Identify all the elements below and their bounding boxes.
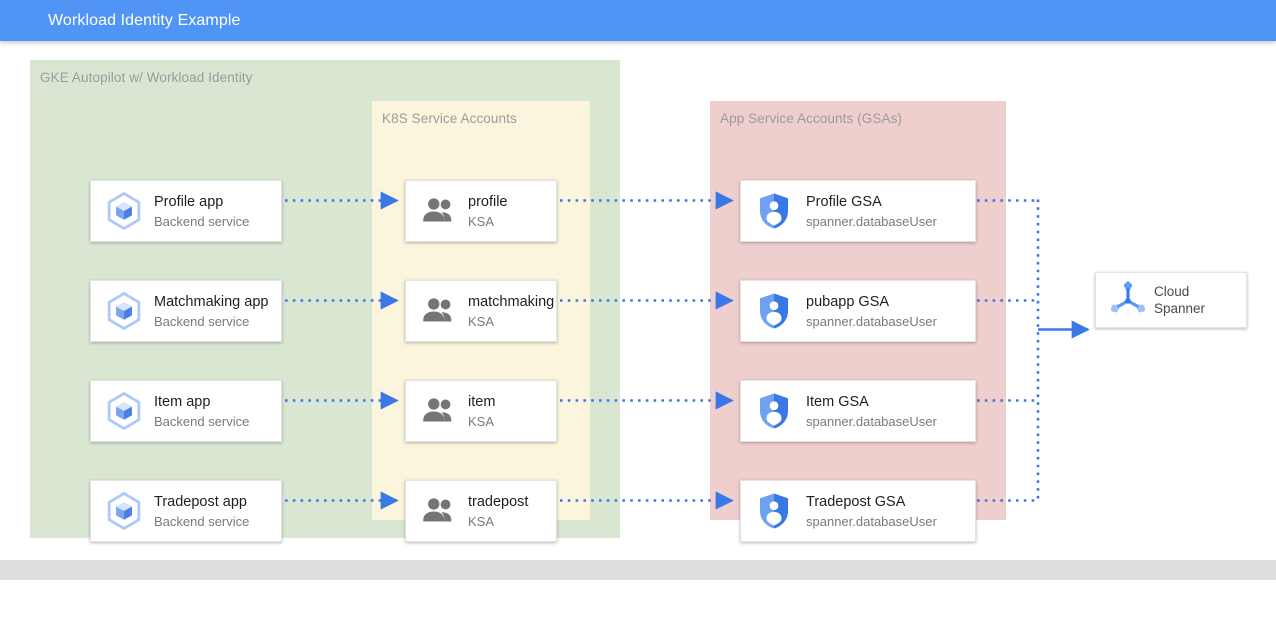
cloud-spanner-card[interactable]: Cloud Spanner [1095,272,1247,328]
app-card-title: Profile app [154,193,224,210]
ksa-card-matchmaking[interactable]: matchmaking KSA [405,280,557,342]
app-card-subtitle: Backend service [154,313,250,329]
app-card-title: Item app [154,393,211,410]
people-icon [423,198,452,222]
ksa-card-title: item [468,393,496,410]
ksa-card-subtitle: KSA [468,313,495,329]
people-icon [423,298,452,322]
app-card-tradepost[interactable]: Tradepost app Backend service [90,480,282,542]
people-icon [423,398,452,422]
shield-account-icon [760,393,788,429]
gsa-card-title: Item GSA [806,393,869,410]
ksa-card-subtitle: KSA [468,213,495,229]
gsa-card-title: Tradepost GSA [806,493,906,510]
gke-cube-icon [107,491,141,531]
gsa-card-subtitle: spanner.databaseUser [806,213,937,229]
gsa-card-subtitle: spanner.databaseUser [806,413,937,429]
gke-cube-icon [107,391,141,431]
shield-account-icon [760,493,788,529]
app-card-title: Tradepost app [154,493,247,510]
ksa-card-title: tradepost [468,493,529,510]
cloud-spanner-title-line2: Spanner [1154,300,1206,316]
ksa-card-subtitle: KSA [468,513,495,529]
cloud-spanner-icon [1110,281,1146,313]
gsa-card-subtitle: spanner.databaseUser [806,313,937,329]
app-card-profile[interactable]: Profile app Backend service [90,180,282,242]
diagram-canvas: GKE Autopilot w/ Workload Identity K8S S… [0,41,1276,560]
app-card-item[interactable]: Item app Backend service [90,380,282,442]
gsa-card-title: pubapp GSA [806,293,890,310]
ksa-card-profile[interactable]: profile KSA [405,180,557,242]
app-card-subtitle: Backend service [154,513,250,529]
app-card-subtitle: Backend service [154,413,250,429]
zone-ksa-label: K8S Service Accounts [382,111,517,126]
zone-gke-label: GKE Autopilot w/ Workload Identity [40,70,253,85]
gsa-card-title: Profile GSA [806,193,882,210]
zone-gsa-label: App Service Accounts (GSAs) [720,111,903,126]
ksa-card-title: profile [468,193,508,210]
gsa-card-profile[interactable]: Profile GSA spanner.databaseUser [740,180,976,242]
shield-account-icon [760,293,788,329]
app-card-title: Matchmaking app [154,293,269,310]
app-card-subtitle: Backend service [154,213,250,229]
page-title: Workload Identity Example [48,12,241,29]
gsa-card-pubapp[interactable]: pubapp GSA spanner.databaseUser [740,280,976,342]
shield-account-icon [760,193,788,229]
app-card-matchmaking[interactable]: Matchmaking app Backend service [90,280,282,342]
people-icon [423,498,452,522]
gke-cube-icon [107,291,141,331]
gsa-card-subtitle: spanner.databaseUser [806,513,937,529]
footer-bar [0,560,1276,580]
cloud-spanner-title-line1: Cloud [1154,284,1190,299]
ksa-card-tradepost[interactable]: tradepost KSA [405,480,557,542]
ksa-card-subtitle: KSA [468,413,495,429]
gsa-card-item[interactable]: Item GSA spanner.databaseUser [740,380,976,442]
ksa-card-item[interactable]: item KSA [405,380,557,442]
gke-cube-icon [107,191,141,231]
gsa-card-tradepost[interactable]: Tradepost GSA spanner.databaseUser [740,480,976,542]
app-title-bar: Workload Identity Example [0,0,1276,41]
ksa-card-title: matchmaking [468,293,555,310]
